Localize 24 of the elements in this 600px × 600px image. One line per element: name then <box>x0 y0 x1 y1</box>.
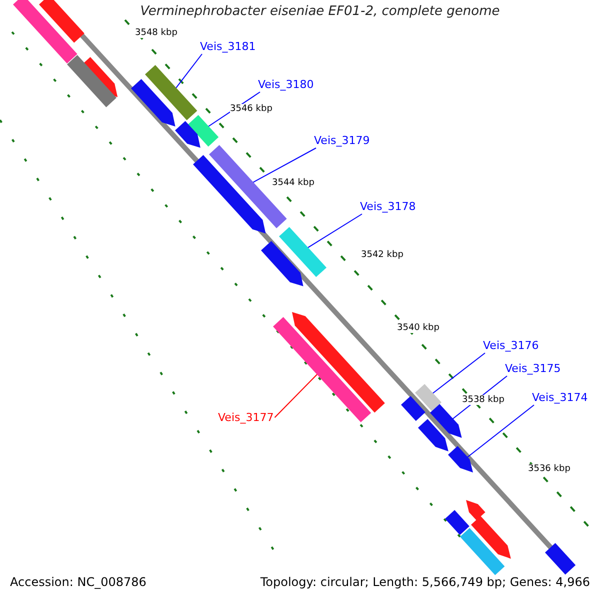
scale-label: 3542 kbp <box>361 250 404 260</box>
gene-label: Veis_3177 <box>218 411 274 424</box>
leader-line <box>174 54 202 90</box>
title: Verminephrobacter eiseniae EF01-2, complete genome <box>139 4 501 19</box>
leader-line <box>432 352 486 394</box>
gene-label: Veis_3178 <box>360 200 416 213</box>
leader-line <box>274 374 318 418</box>
gene-label: Veis_3174 <box>532 391 588 404</box>
leader-line <box>466 404 534 458</box>
gene-label: Veis_3180 <box>258 78 314 91</box>
gene-label: Veis_3181 <box>200 40 256 53</box>
scale-label: 3548 kbp <box>135 28 178 38</box>
leader-line <box>306 214 362 249</box>
gene-label: Veis_3179 <box>314 134 370 147</box>
gene-label: Veis_3175 <box>505 362 561 375</box>
scale-label: 3536 kbp <box>528 464 570 474</box>
scale-label: 3540 kbp <box>397 323 440 333</box>
footer-text: Topology: circular; Length: 5,566,749 bp; Genes: 4,966 <box>260 575 590 589</box>
gene-label: Veis_3176 <box>483 339 539 352</box>
scale-label: 3546 kbp <box>230 104 272 114</box>
scale-label: 3544 kbp <box>272 178 314 188</box>
leader-line <box>252 148 316 184</box>
scale-label: 3538 kbp <box>462 395 504 405</box>
footer-text: Accession: NC_008786 <box>10 575 146 589</box>
